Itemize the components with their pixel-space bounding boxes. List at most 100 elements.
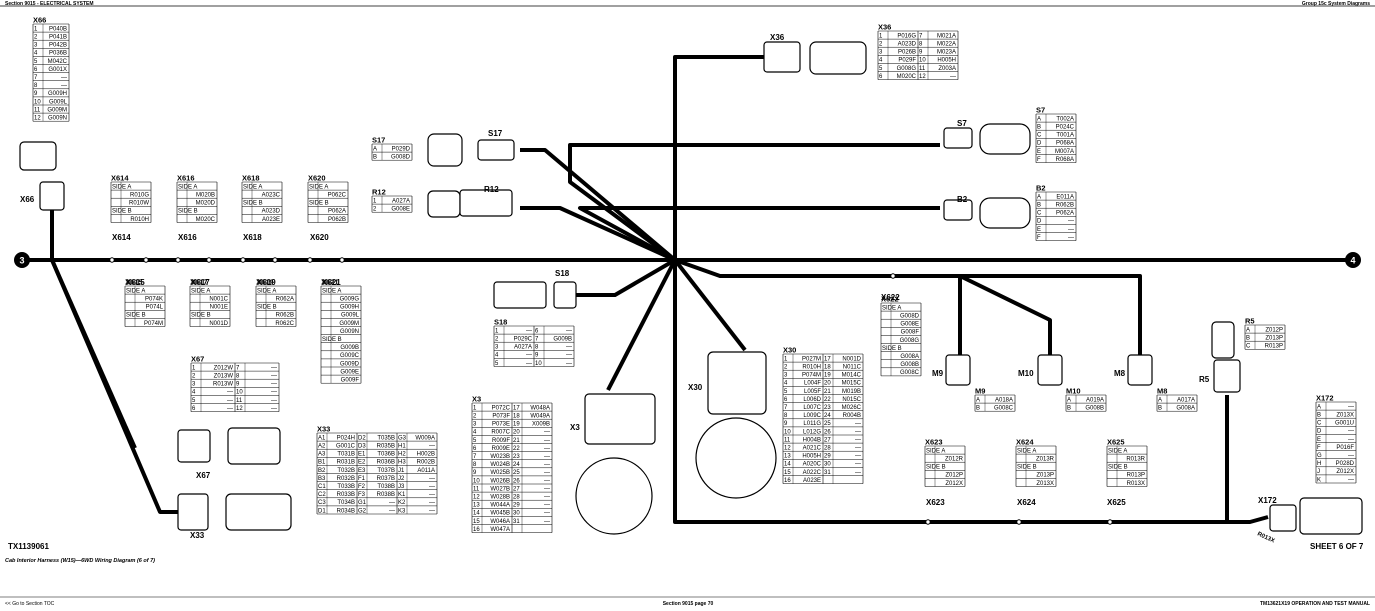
pinout-cell: — [855,446,861,452]
pinout-cell: — [227,406,233,412]
x618-splice-node [240,257,246,263]
pinout-cell: A023D [262,209,281,215]
pinout-cell: 6 [34,67,38,73]
pinout-cell: Z013P [1265,336,1283,342]
pinout-cell: G008G [900,338,920,344]
pinout-cell: — [1348,437,1354,443]
pinout-cell: B [1158,406,1162,412]
pinout-cell: 7 [784,405,788,411]
pinout-cell: X009B [532,422,550,428]
pinout-cell: B [1067,406,1071,412]
pinout-cell: — [526,361,532,367]
pinout-title: X616 [177,174,195,183]
pinout-cell: P041B [49,35,67,41]
pinout-cell: M015C [842,381,862,387]
pinout-cell: P073E [492,422,510,428]
pinout-cell: T033B [337,484,355,490]
pinout-cell: 20 [824,381,831,387]
pinout-cell: 3 [879,50,883,56]
pinout-cell: — [389,500,395,506]
pinout-cell: G009H [340,305,359,311]
pinout-cell: M023A [937,50,956,56]
pinout-cell: A027A [392,198,410,204]
pinout-cell: B [976,406,980,412]
pinout-cell: P036B [49,51,67,57]
pinout-cell: SIDE B [1108,465,1128,471]
pinout-cell: 7 [535,337,539,343]
pinout-cell: J3 [398,484,405,490]
pinout-cell: D [1317,429,1322,435]
pinout-cell: H004B [803,437,821,443]
pinout-title: X625 [1107,438,1125,447]
pinout-cell: — [855,454,861,460]
pinout-cell: R033B [337,492,355,498]
pinout-cell: A011A [417,468,435,474]
pinout-cell: N001D [842,356,861,362]
pinout-title: X620 [308,174,326,183]
x614-splice-node [109,257,115,263]
pinout-cell: P062A [328,209,346,215]
pinout-cell: — [1068,219,1074,225]
x616-splice-node [175,257,181,263]
pinout-cell: A3 [318,452,326,458]
s17-connector [477,139,515,161]
pinout-cell: 22 [513,446,520,452]
pinout-cell: G008G [897,66,917,72]
pinout-cell: W047A [490,527,510,533]
pinout-cell: H005H [937,58,956,64]
label-x3: X3 [570,423,580,432]
harness-wires [22,55,1353,525]
pinout-cell: E1 [358,452,366,458]
pinout-title: X624 [1016,438,1034,447]
label-r013x: R013X [1256,531,1275,544]
pinout-cell: A1 [318,435,326,441]
pinout-cell: P072C [492,405,511,411]
pinout-cell: 12 [34,116,41,122]
pinout-cell: 18 [824,365,831,371]
pinout-cell: 1 [473,405,477,411]
r12-branch-wire [520,206,676,262]
pinout-cell: W026B [490,478,510,484]
pinout-cell: — [566,328,572,334]
pinout-cell: 5 [34,59,38,65]
s7-branch-wire [568,143,940,262]
pinout-cell: 4 [784,381,788,387]
m10-branch-wire [959,274,1052,355]
pinout-cell: M014C [842,373,862,379]
pinout-cell: B2 [318,468,326,474]
pinout-cell: 17 [824,356,831,362]
pinout-cell: Z012P [945,473,963,479]
m8-branch-wire [674,258,1142,355]
pinout-cell: SIDE A [1108,448,1127,454]
pinout-cell: — [526,328,532,334]
pinout-cell: M026C [842,405,862,411]
pinout-cell: 21 [824,389,831,395]
m10-connector [1037,354,1063,386]
pinout-cell: SIDE B [191,313,211,319]
pinout-title: X621 [321,278,339,287]
pinout-cell: SIDE B [926,465,946,471]
pinout-cell: D [1037,219,1042,225]
pinout-cell: 3 [784,373,788,379]
pinout-cell: SIDE B [178,209,198,215]
sheet-label: SHEET 6 OF 7 [1310,542,1364,551]
pinout-cell: — [61,83,67,89]
footer-toc-link[interactable]: << Go to Section TOC [5,601,55,607]
pinout-cell: C1 [318,484,326,490]
pinout-cell: 7 [236,365,240,371]
pinout-cell: 30 [824,462,831,468]
pinout-cell: 19 [513,422,520,428]
pinout-cell: 21 [513,438,520,444]
pinout-cell: E [1037,149,1041,155]
pinout-cell: 11 [784,437,791,443]
pinout-cell: 29 [824,454,831,460]
pinout-cell: R013W [213,382,233,388]
s18-connector [553,281,577,309]
label-x30: X30 [688,383,703,392]
pinout-cell: 25 [824,421,831,427]
x33-branch-wire [50,259,178,514]
pinout-cell: R013P [1127,473,1145,479]
